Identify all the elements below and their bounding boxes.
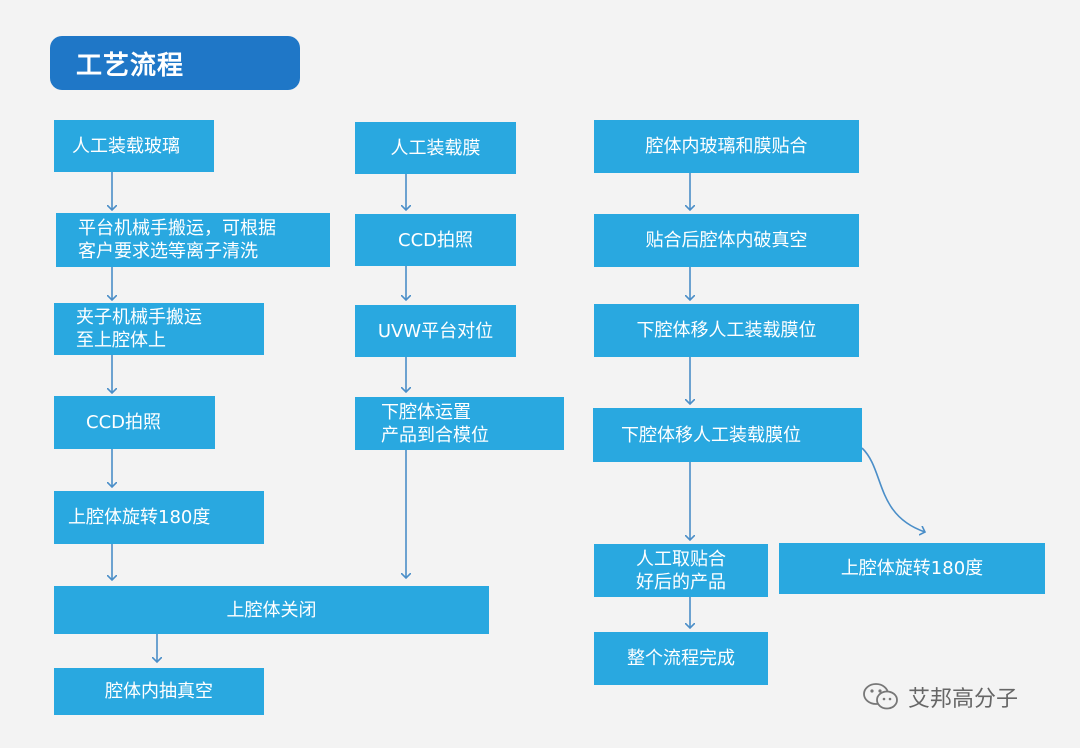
section-title: 工艺流程	[50, 36, 300, 90]
step-platform-robot-label: 平台机械手搬运，可根据 客户要求选等离子清洗	[78, 218, 276, 262]
wechat-icon	[863, 683, 898, 710]
step-load-film-label: 人工装载膜	[390, 137, 481, 159]
step-laminate-label: 腔体内玻璃和膜贴合	[645, 136, 808, 157]
step-break-vacuum: 贴合后腔体内破真空	[594, 214, 859, 267]
step-complete-label: 整个流程完成	[627, 648, 735, 669]
step-ccd-photo-1-label: CCD拍照	[86, 412, 161, 433]
step-break-vacuum-label: 贴合后腔体内破真空	[645, 230, 808, 251]
arrow-branch	[861, 447, 925, 532]
step-lower-to-load-1-label: 下腔体移人工装载膜位	[636, 320, 817, 341]
step-ccd-photo-2-label: CCD拍照	[398, 229, 473, 251]
step-vacuum-label: 腔体内抽真空	[105, 681, 213, 702]
step-laminate: 腔体内玻璃和膜贴合	[594, 120, 859, 173]
step-branch-rotate: 上腔体旋转180度	[779, 543, 1045, 594]
step-upper-rotate-label: 上腔体旋转180度	[68, 507, 211, 528]
step-upper-close-label: 上腔体关闭	[226, 599, 317, 621]
step-lower-to-load-2: 下腔体移人工装载膜位	[593, 408, 862, 462]
step-take-product: 人工取贴合 好后的产品	[594, 544, 768, 597]
step-upper-rotate: 上腔体旋转180度	[54, 491, 264, 544]
section-title-text: 工艺流程	[76, 50, 185, 81]
step-complete: 整个流程完成	[594, 632, 768, 685]
step-lower-to-load-2-label: 下腔体移人工装载膜位	[621, 424, 801, 446]
watermark: 艾邦高分子	[862, 680, 1018, 714]
step-ccd-photo-1: CCD拍照	[54, 396, 215, 449]
step-clamp-robot: 夹子机械手搬运 至上腔体上	[54, 303, 264, 355]
step-take-product-label: 人工取贴合 好后的产品	[636, 548, 726, 593]
step-uvw-align-label: UVW平台对位	[377, 320, 494, 342]
step-upper-close: 上腔体关闭	[54, 586, 489, 634]
step-load-glass: 人工装载玻璃	[54, 120, 214, 172]
watermark-text: 艾邦高分子	[908, 687, 1019, 712]
step-lower-move: 下腔体运置 产品到合模位	[355, 397, 564, 450]
step-branch-rotate-label: 上腔体旋转180度	[840, 558, 984, 579]
step-uvw-align: UVW平台对位	[355, 305, 516, 357]
step-lower-move-label: 下腔体运置 产品到合模位	[381, 401, 489, 446]
step-load-film: 人工装载膜	[355, 122, 516, 174]
step-ccd-photo-2: CCD拍照	[355, 214, 516, 266]
step-vacuum: 腔体内抽真空	[54, 668, 264, 715]
step-platform-robot: 平台机械手搬运，可根据 客户要求选等离子清洗	[56, 213, 330, 267]
step-lower-to-load-1: 下腔体移人工装载膜位	[594, 304, 859, 357]
step-load-glass-label: 人工装载玻璃	[72, 135, 180, 157]
step-clamp-robot-label: 夹子机械手搬运 至上腔体上	[76, 307, 202, 351]
